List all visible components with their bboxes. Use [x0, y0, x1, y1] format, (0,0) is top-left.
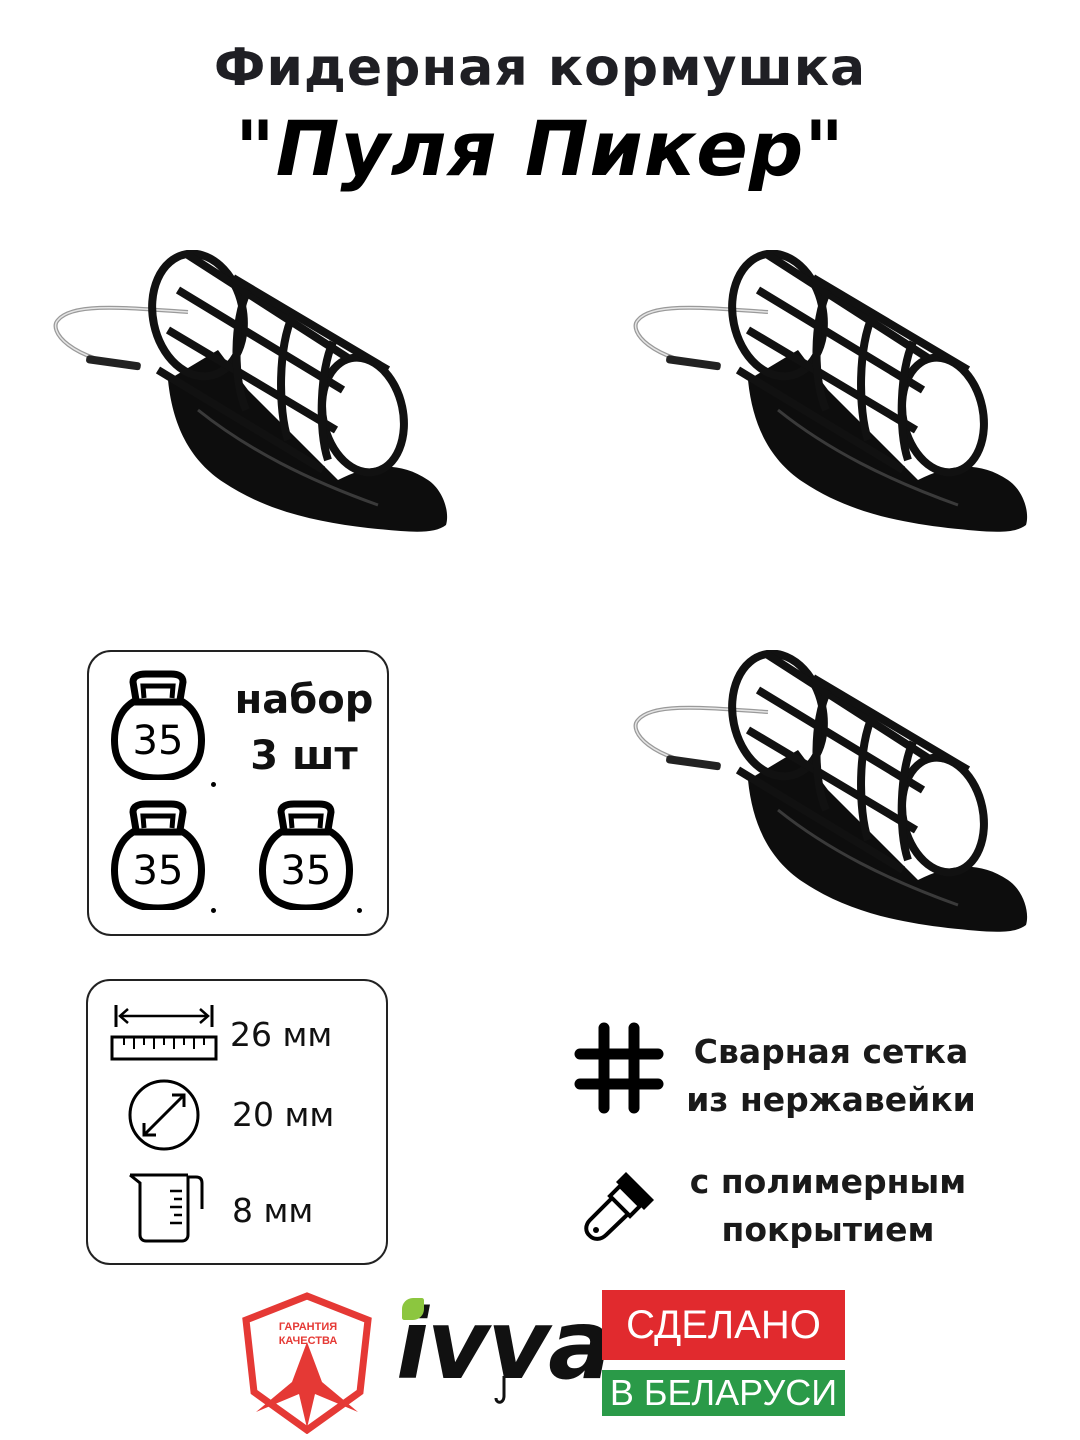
made-in-label-top: СДЕЛАНО: [602, 1290, 845, 1360]
quality-badge-text: ГАРАНТИЯ КАЧЕСТВА: [278, 1321, 338, 1347]
made-in-label-bottom: В БЕЛАРУСИ: [602, 1370, 845, 1416]
fishing-hook-icon: [494, 1376, 506, 1404]
dot-marker: [211, 782, 216, 787]
feeder-image-1: [53, 250, 448, 532]
set-info-box: 35 35 35 набор 3 шт: [87, 650, 389, 936]
kettlebell-icon: [111, 670, 205, 780]
dimensions-box: 26 мм 20 мм 8 мм: [86, 979, 388, 1265]
ruler-icon: [110, 1005, 218, 1061]
set-count-line2: 3 шт: [250, 733, 358, 779]
quality-shield-icon: [242, 1292, 372, 1434]
feature-mesh-line1: Сварная сетка: [693, 1032, 969, 1071]
product-title: Фидерная кормушка: [213, 38, 867, 98]
set-count-label: набор 3 шт: [224, 672, 384, 784]
feature-mesh-line2: из нержавейки: [686, 1080, 976, 1119]
kettlebell-icon: [259, 800, 353, 910]
kettlebell-icon: [111, 800, 205, 910]
set-count-line1: набор: [234, 677, 374, 723]
weight-badge-1: 35: [111, 670, 205, 780]
brand-accent-mark: [402, 1298, 424, 1320]
feeder-image-3: [628, 650, 1038, 950]
feeder-image-2: [628, 250, 1038, 550]
brand-logo: ivva: [392, 1290, 613, 1410]
diameter-icon: [128, 1079, 200, 1151]
grid-icon: [574, 1022, 664, 1114]
weight-badge-2: 35: [111, 800, 205, 910]
weight-value: 35: [132, 718, 184, 764]
measuring-cup-icon: [129, 1173, 204, 1243]
length-value: 26 мм: [230, 1015, 333, 1054]
dot-marker: [211, 908, 216, 913]
product-model-name: "Пуля Пикер": [235, 104, 845, 193]
dot-marker: [357, 908, 362, 913]
feature-coating-line1: с полимерным: [689, 1162, 967, 1201]
paint-brush-icon: [584, 1172, 654, 1241]
weight-value: 35: [280, 848, 332, 894]
feature-coating-text: с полимерным покрытием: [668, 1158, 988, 1254]
weight-badge-3: 35: [259, 800, 353, 910]
feature-mesh-text: Сварная сетка из нержавейки: [666, 1028, 996, 1124]
quality-badge: ГАРАНТИЯ КАЧЕСТВА: [240, 1292, 375, 1434]
feature-coating-line2: покрытием: [721, 1210, 935, 1249]
volume-value: 8 мм: [232, 1191, 314, 1230]
weight-value: 35: [132, 848, 184, 894]
diameter-value: 20 мм: [232, 1095, 335, 1134]
